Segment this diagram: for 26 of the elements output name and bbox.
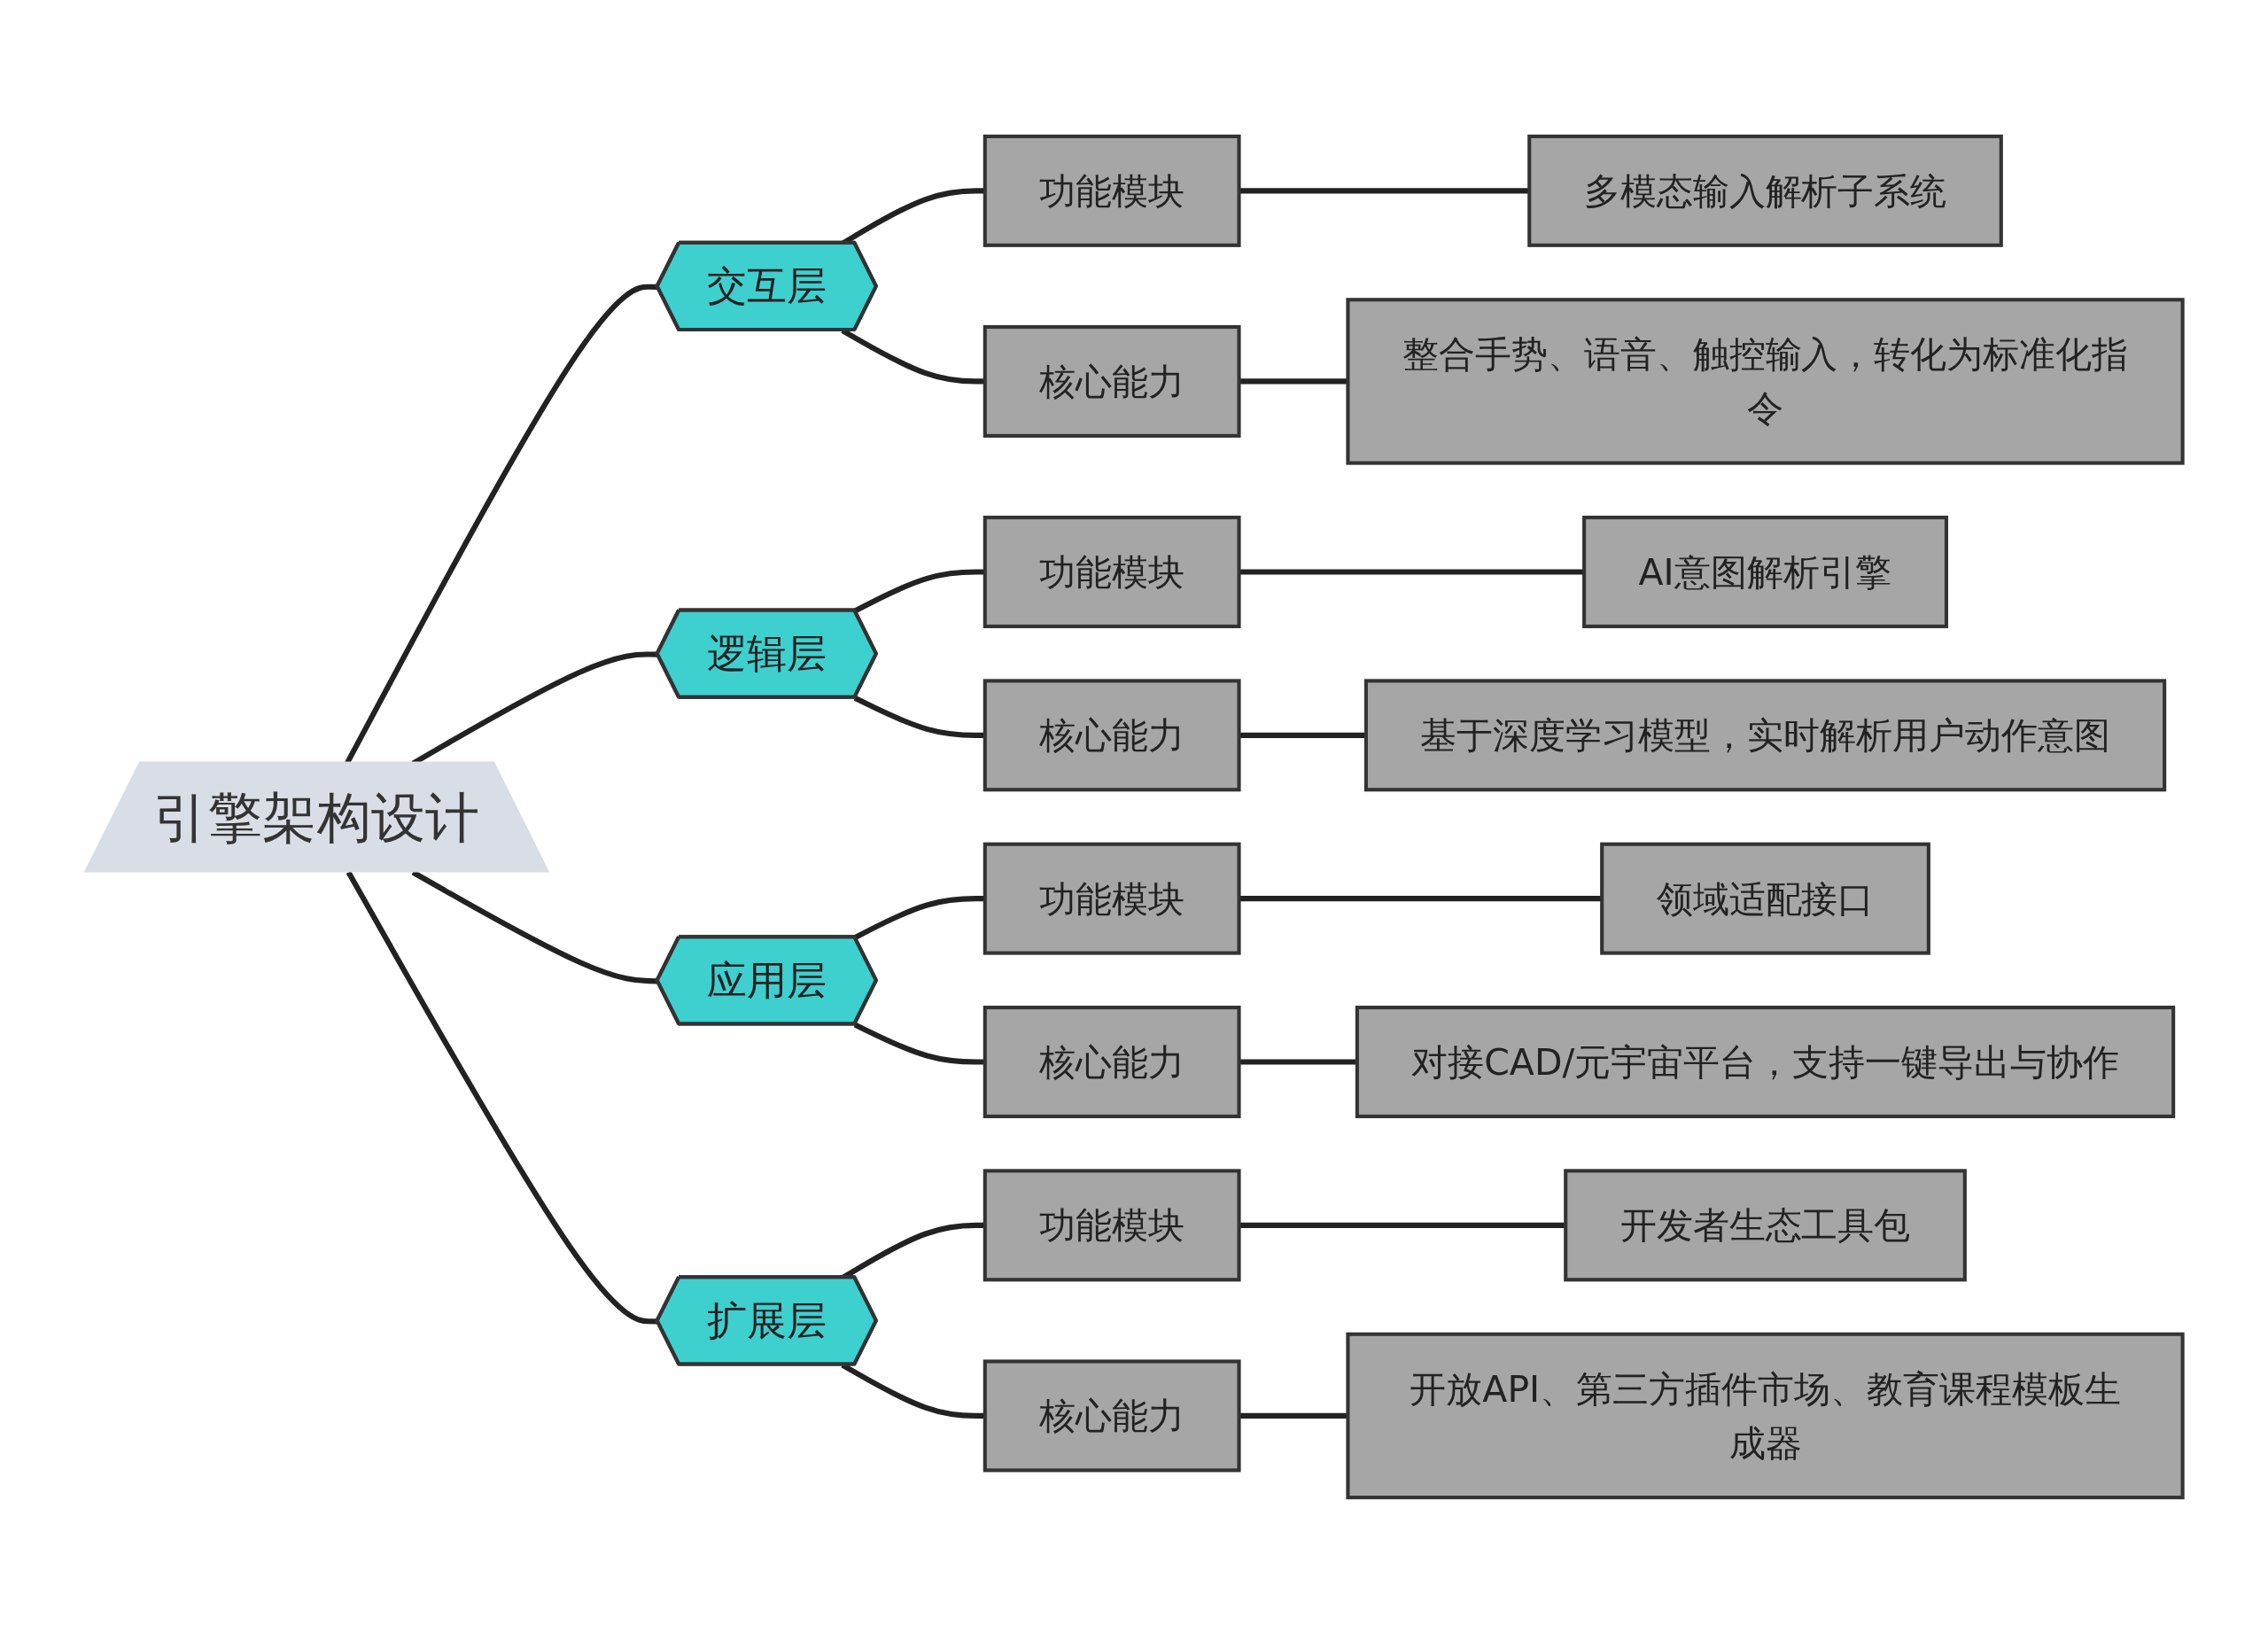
node-box: 功能模块 — [983, 515, 1241, 628]
node-box: 对接CAD/元宇宙平台，支持一键导出与协作 — [1355, 1005, 2176, 1118]
node-box: 功能模块 — [983, 134, 1241, 247]
node-box: 核心能力 — [983, 324, 1241, 438]
connector — [1239, 1058, 1357, 1065]
node-box: 功能模块 — [983, 842, 1241, 955]
node-box: AI意图解析引擎 — [1582, 515, 1948, 628]
connector — [1239, 187, 1530, 193]
node-box: 核心能力 — [983, 678, 1241, 791]
connector — [1239, 1412, 1348, 1419]
node-box: 核心能力 — [983, 1358, 1241, 1472]
node-box: 开放API、第三方插件市场、教育课程模板生成器 — [1346, 1332, 2185, 1499]
node-box: 整合手势、语音、触控输入，转化为标准化指令 — [1346, 297, 2185, 465]
connector — [853, 568, 985, 613]
connector — [1239, 377, 1348, 384]
node-box: 核心能力 — [983, 1005, 1241, 1118]
node-box: 开发者生态工具包 — [1564, 1168, 1967, 1281]
connector — [853, 895, 985, 940]
connector — [346, 870, 658, 1324]
node-box: 多模态输入解析子系统 — [1527, 134, 2003, 247]
node-box: 基于深度学习模型，实时解析用户动作意图 — [1363, 678, 2167, 791]
connector — [853, 1022, 985, 1065]
connector — [853, 695, 985, 738]
connector — [1239, 732, 1366, 738]
node-box: 领域适配接口 — [1600, 842, 1930, 955]
node-box: 功能模块 — [983, 1168, 1241, 1281]
